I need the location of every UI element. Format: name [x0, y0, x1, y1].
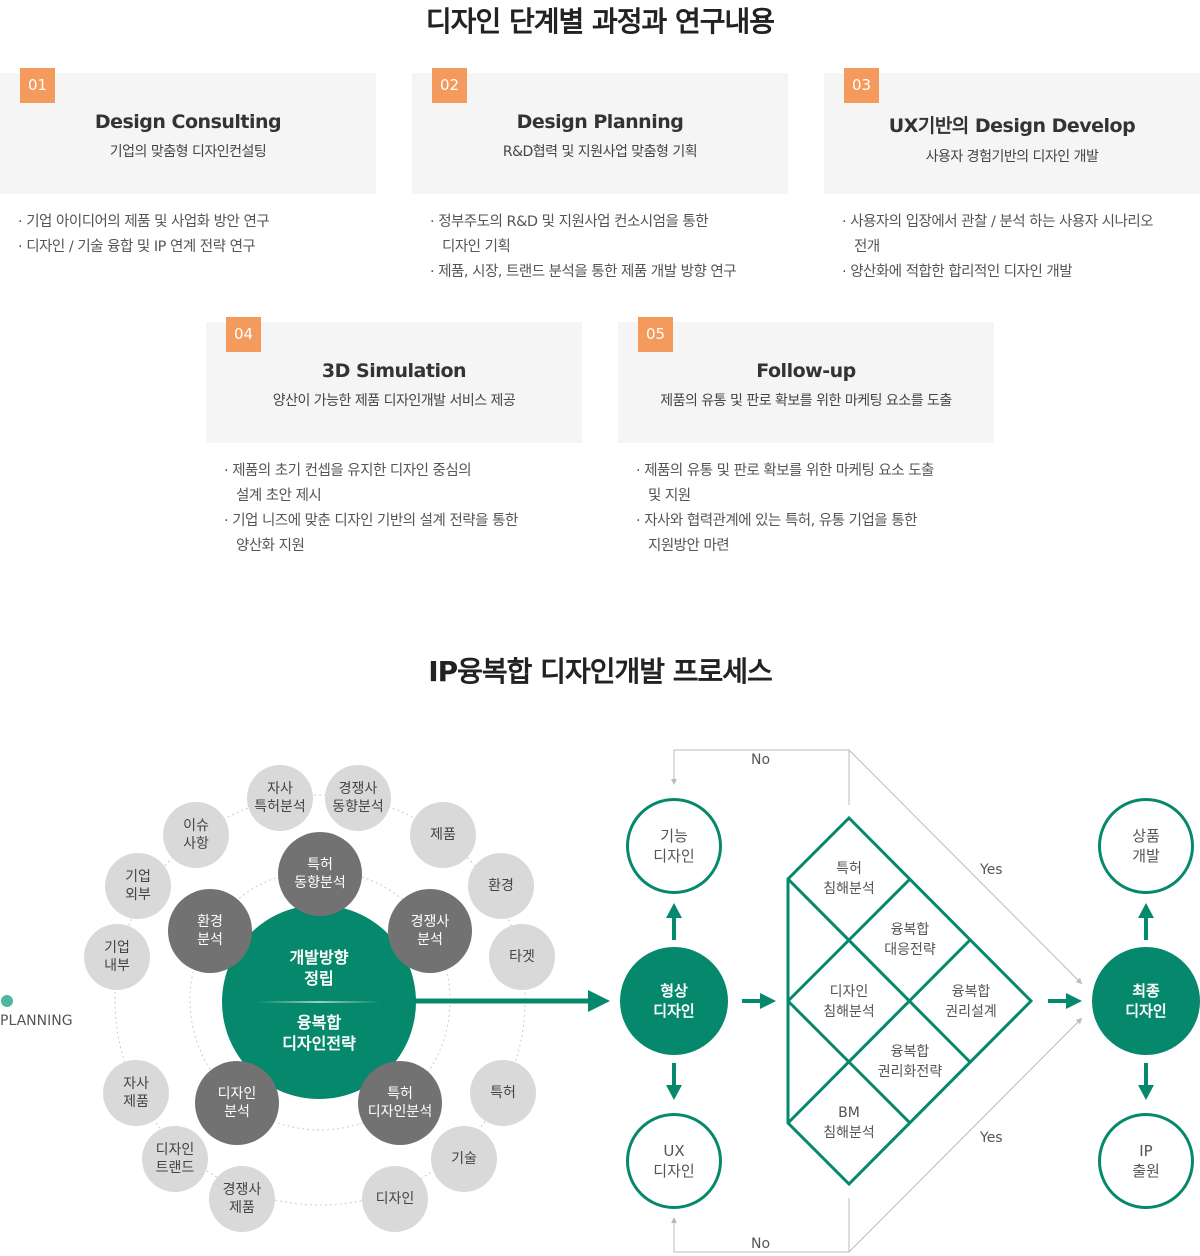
- main-arrowhead: [588, 990, 610, 1012]
- arrow-to-diamond-head: [760, 993, 776, 1009]
- step-bullets-04: 제품의 초기 컨셉을 유지한 디자인 중심의 설계 초안 제시 기업 니즈에 맞…: [224, 459, 584, 559]
- planning-label: PLANNING: [0, 1013, 73, 1029]
- arrow-down-head: [666, 1085, 682, 1100]
- outer-circle: 경쟁사 제품: [209, 1166, 275, 1232]
- outer-circle: 환경: [468, 853, 534, 919]
- inner-circle-competitor: 경쟁사 분석: [388, 889, 472, 973]
- step-number-badge: 03: [844, 68, 879, 103]
- step-subtitle: 제품의 유통 및 판로 확보를 위한 마케팅 요소를 도출: [660, 393, 952, 409]
- center-bottom-text: 융복합 디자인전략: [282, 1013, 356, 1053]
- ip-filing-circle: IP 출원: [1098, 1113, 1194, 1209]
- arrow-up-head: [666, 903, 682, 918]
- no-label-bottom: No: [751, 1236, 771, 1252]
- step-subtitle: 사용자 경험기반의 디자인 개발: [925, 149, 1099, 165]
- product-dev-circle: 상품 개발: [1098, 798, 1194, 894]
- bullet-item: 사용자의 입장에서 관찰 / 분석 하는 사용자 시나리오 전개: [842, 210, 1194, 260]
- step-number-badge: 01: [20, 68, 55, 103]
- bullet-item: 정부주도의 R&D 및 지원사업 컨소시엄을 통한 디자인 기획: [430, 210, 790, 260]
- step-title: Design Planning: [516, 111, 684, 133]
- yes-label-bottom: Yes: [980, 1130, 1003, 1146]
- bullet-item: 제품의 유통 및 판로 확보를 위한 마케팅 요소 도출 및 지원: [636, 459, 996, 509]
- step-number-badge: 02: [432, 68, 467, 103]
- step-bullets-01: 기업 아이디어의 제품 및 사업화 방안 연구 디자인 / 기술 융합 및 IP…: [18, 210, 378, 260]
- no-label-top: No: [751, 752, 771, 768]
- step-card-05: 05 Follow-up 제품의 유통 및 판로 확보를 위한 마케팅 요소를 …: [618, 317, 994, 443]
- step-number-badge: 04: [226, 317, 261, 352]
- center-top-text: 개발방향 정립: [289, 948, 349, 988]
- feedback-lines: [671, 749, 1083, 1253]
- outer-circle: 타겟: [489, 924, 555, 990]
- step-card-03: 03 UX기반의 Design Develop 사용자 경험기반의 디자인 개발: [824, 68, 1200, 194]
- outer-circle: 제품: [410, 802, 476, 868]
- outer-circle: 기업 외부: [105, 853, 171, 919]
- step-title: Design Consulting: [94, 111, 282, 133]
- inner-circle-patent-trend: 특허 동향분석: [278, 832, 362, 916]
- step-title: 3D Simulation: [321, 360, 467, 382]
- section2-title: IP융복합 디자인개발 프로세스: [428, 655, 773, 688]
- step-subtitle: R&D협력 및 지원사업 맞춤형 기획: [502, 144, 698, 160]
- arrow-to-final-head: [1066, 993, 1082, 1009]
- inner-circle-patent-design: 특허 디자인분석: [358, 1061, 442, 1145]
- step-bullets-02: 정부주도의 R&D 및 지원사업 컨소시엄을 통한 디자인 기획 제품, 시장,…: [430, 210, 790, 285]
- function-design-circle: 기능 디자인: [626, 798, 722, 894]
- outer-circle: 특허: [470, 1060, 536, 1126]
- bullet-item: 제품의 초기 컨셉을 유지한 디자인 중심의 설계 초안 제시: [224, 459, 584, 509]
- bullet-item: 기업 니즈에 맞춘 디자인 기반의 설계 전략을 통한 양산화 지원: [224, 509, 584, 559]
- inner-circle-design: 디자인 분석: [195, 1061, 279, 1145]
- diamond-cell-response-strategy: 융복합 대응전략: [884, 922, 936, 958]
- step-number-badge: 05: [638, 317, 673, 352]
- final-arrow-up-head: [1138, 903, 1154, 918]
- step-bullets-03: 사용자의 입장에서 관찰 / 분석 하는 사용자 시나리오 전개 양산화에 적합…: [842, 210, 1194, 285]
- outer-circle: 기술: [431, 1126, 497, 1192]
- center-divider: [257, 1001, 381, 1003]
- diamond-cell-bm-infringement: BM 침해분석: [823, 1105, 875, 1141]
- yes-label-top: Yes: [980, 862, 1003, 878]
- outer-circle: 자사 제품: [103, 1060, 169, 1126]
- outer-circle: 경쟁사 동향분석: [325, 765, 391, 831]
- bullet-item: 자사와 협력관계에 있는 특허, 유통 기업을 통한 지원방안 마련: [636, 509, 996, 559]
- bullet-item: 제품, 시장, 트랜드 분석을 통한 제품 개발 방향 연구: [430, 260, 790, 285]
- diamond-cell-rights-design: 융복합 권리설계: [945, 984, 997, 1020]
- bullet-item: 기업 아이디어의 제품 및 사업화 방안 연구: [18, 210, 378, 235]
- outer-circle: 이슈 사항: [163, 802, 229, 868]
- bullet-item: 양산화에 적합한 합리적인 디자인 개발: [842, 260, 1194, 285]
- step-bullets-05: 제품의 유통 및 판로 확보를 위한 마케팅 요소 도출 및 지원 자사와 협력…: [636, 459, 996, 559]
- step-title: Follow-up: [756, 360, 856, 382]
- diamond-cell-rights-strategy: 융복합 권리화전략: [877, 1044, 943, 1080]
- outer-circle: 디자인: [362, 1166, 428, 1232]
- outer-circle: 자사 특허분석: [247, 765, 313, 831]
- step-subtitle: 양산이 가능한 제품 디자인개발 서비스 제공: [272, 393, 516, 409]
- final-design-circle: 최종 디자인: [1092, 947, 1200, 1055]
- outer-circle: 기업 내부: [84, 924, 150, 990]
- section1-title: 디자인 단계별 과정과 연구내용: [425, 5, 775, 38]
- step-card-02: 02 Design Planning R&D협력 및 지원사업 맞춤형 기획: [412, 68, 788, 194]
- inner-circle-environment: 환경 분석: [168, 889, 252, 973]
- diamond-cell-design-infringement: 디자인 침해분석: [823, 984, 875, 1020]
- outer-circle: 디자인 트랜드: [142, 1126, 208, 1192]
- diamond-cell-patent-infringement: 특허 침해분석: [823, 861, 875, 897]
- final-arrow-down-head: [1138, 1085, 1154, 1100]
- step-subtitle: 기업의 맞춤형 디자인컨설팅: [109, 144, 267, 160]
- bullet-item: 디자인 / 기술 융합 및 IP 연계 전략 연구: [18, 235, 378, 260]
- step-title: UX기반의 Design Develop: [888, 115, 1136, 137]
- ux-design-circle: UX 디자인: [626, 1113, 722, 1209]
- diamond-grid: [786, 815, 1034, 1187]
- step-card-01: 01 Design Consulting 기업의 맞춤형 디자인컨설팅: [0, 68, 376, 194]
- step-card-04: 04 3D Simulation 양산이 가능한 제품 디자인개발 서비스 제공: [206, 317, 582, 443]
- shape-design-circle: 형상 디자인: [620, 947, 728, 1055]
